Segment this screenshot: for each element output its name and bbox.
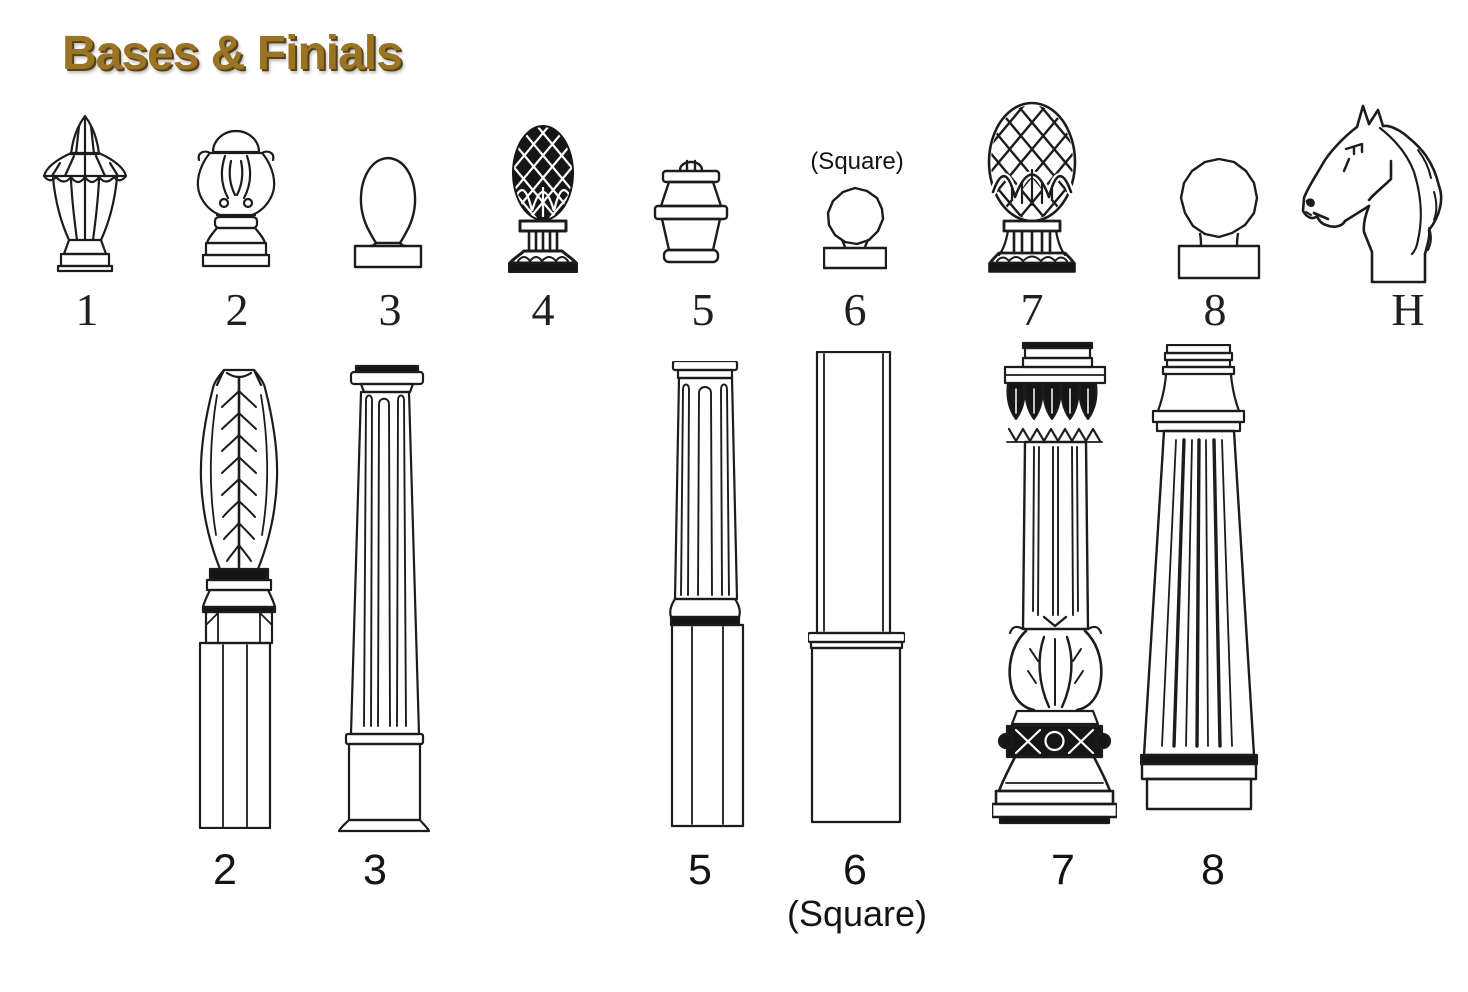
base-7-label: 7 xyxy=(1051,846,1075,894)
finial-2-label: 2 xyxy=(225,284,249,335)
large-pineapple-pedestal-finial-icon xyxy=(987,101,1077,273)
acorn-ball-finial-icon xyxy=(353,156,423,269)
base-5-figure xyxy=(668,361,746,828)
finial-6-label: 6 xyxy=(843,284,867,335)
ornate-spire-finial-icon xyxy=(42,114,128,273)
large-ball-finial-icon xyxy=(1177,158,1261,280)
finial-3-figure xyxy=(350,153,426,272)
base-3-figure xyxy=(337,364,431,834)
fluted-tapered-column-icon xyxy=(337,364,431,833)
finial-3-label: 3 xyxy=(378,284,402,335)
finial-h-figure xyxy=(1298,100,1444,290)
base-7-figure xyxy=(992,339,1117,825)
finial-2-figure xyxy=(193,123,279,271)
square-column-plain-base-icon xyxy=(808,351,905,824)
base-2-figure xyxy=(197,367,281,829)
horse-head-finial-icon xyxy=(1301,104,1443,284)
finial-4-label: 4 xyxy=(531,284,555,335)
finial-h-label: H xyxy=(1391,284,1425,335)
finial-7-label: 7 xyxy=(1020,284,1044,335)
scroll-dome-finial-icon xyxy=(196,129,276,268)
base-6-figure xyxy=(808,351,905,824)
page-title: Bases & Finials xyxy=(62,27,403,80)
finial-6-square-note: (Square) xyxy=(810,148,904,175)
finial-7-figure xyxy=(983,100,1081,273)
fluted-column-square-shaft-icon xyxy=(669,361,745,828)
base-8-label: 8 xyxy=(1201,846,1225,894)
banded-urn-finial-icon xyxy=(653,159,729,264)
finial-6-figure xyxy=(823,185,887,270)
base-3-label: 3 xyxy=(363,846,387,894)
finial-8-figure xyxy=(1177,158,1261,280)
ornate-corinthian-column-icon xyxy=(992,341,1117,825)
base-6-label: 6 xyxy=(843,846,867,894)
base-6-square-note: (Square) xyxy=(786,893,928,934)
base-2-label: 2 xyxy=(213,846,237,894)
finial-4-figure xyxy=(502,121,584,273)
pineapple-finial-icon xyxy=(508,125,578,273)
finial-1-figure xyxy=(38,113,132,273)
ball-finial-square-icon xyxy=(823,186,887,270)
acanthus-leaf-base-column-icon xyxy=(198,368,279,829)
base-8-figure xyxy=(1140,344,1260,811)
finial-1-label: 1 xyxy=(75,284,99,335)
fluted-column-molded-cap-icon xyxy=(1140,344,1259,811)
finial-5-figure xyxy=(646,153,736,273)
finial-5-label: 5 xyxy=(691,284,715,335)
finial-8-label: 8 xyxy=(1203,284,1227,335)
base-5-label: 5 xyxy=(688,846,712,894)
